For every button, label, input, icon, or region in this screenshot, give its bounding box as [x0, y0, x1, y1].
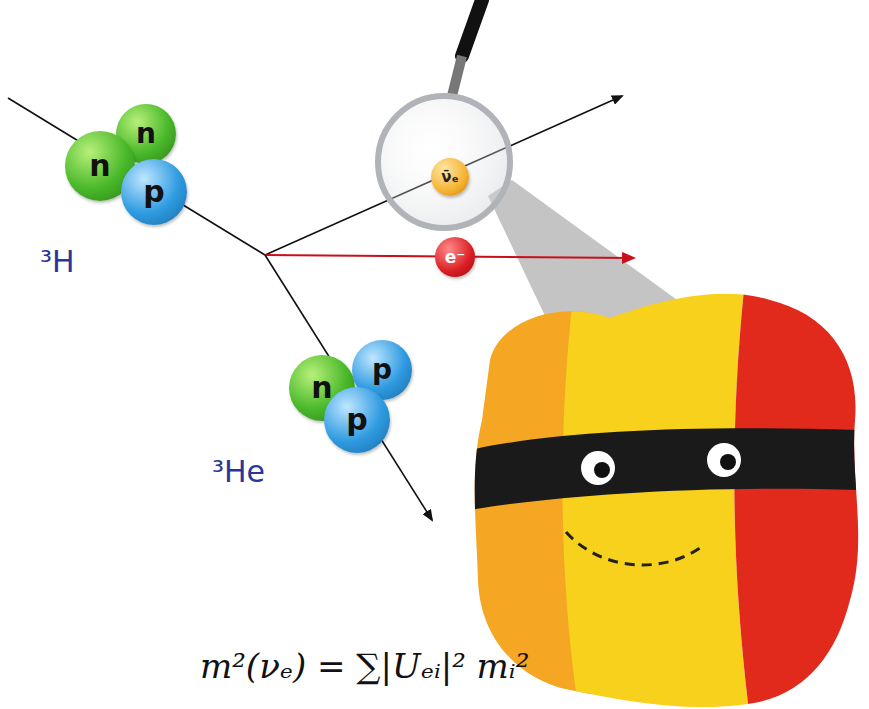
particle-symbol: n	[311, 373, 332, 403]
plush-face	[566, 443, 741, 565]
proton-ball: p	[121, 159, 187, 225]
nucleus-label: ³He	[212, 455, 265, 488]
particle-symbol: ν̄ₑ	[441, 170, 458, 185]
particle-symbol: p	[143, 177, 164, 207]
antineutrino-ball: ν̄ₑ	[431, 158, 469, 196]
magnifier-handle	[462, 0, 482, 56]
track-line	[8, 98, 265, 255]
track-line	[265, 96, 622, 255]
particle-symbol: e⁻	[445, 249, 466, 266]
particle-symbol: p	[372, 356, 392, 384]
proton-ball: p	[324, 387, 390, 453]
electron-ball: e⁻	[435, 237, 475, 277]
nucleus-label: ³H	[40, 245, 75, 278]
particle-symbol: n	[136, 120, 156, 148]
particle-symbol: p	[346, 405, 367, 435]
track-line	[265, 255, 432, 520]
magnifier-neck	[452, 56, 462, 96]
magnifier-lens	[378, 96, 510, 228]
particle-symbol: n	[89, 151, 110, 181]
plush-toy	[460, 280, 869, 709]
mass-formula: m²(νₑ) = ∑|Uₑᵢ|² mᵢ²	[200, 648, 529, 685]
